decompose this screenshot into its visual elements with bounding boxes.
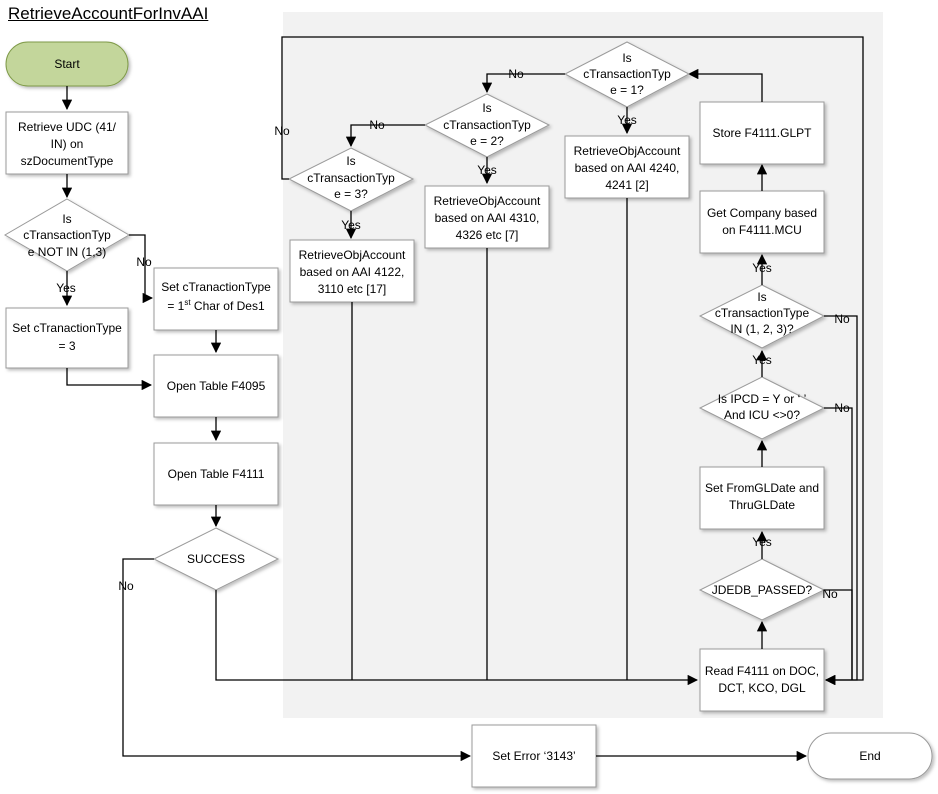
- open-f4095-label: Open Table F4095: [167, 379, 266, 393]
- no-label: No: [274, 124, 290, 138]
- end-label: End: [859, 749, 880, 763]
- retrieve-udc-line: Retrieve UDC (41/: [18, 120, 117, 134]
- get-company-line: Get Company based: [707, 206, 817, 220]
- store-glpt-process: Store F4111.GLPT: [699, 101, 825, 165]
- yes-label: Yes: [752, 535, 772, 549]
- jdedb-passed-label: JDEDB_PASSED?: [712, 583, 813, 597]
- retrieve-udc-line: IN) on: [51, 137, 84, 151]
- yes-label: Yes: [56, 281, 76, 295]
- set-type-3-line: = 3: [58, 339, 75, 353]
- no-label: No: [118, 579, 134, 593]
- type-3-line: cTransactionTyp: [307, 171, 395, 185]
- aai-4122-process: RetrieveObjAccount based on AAI 4122, 31…: [289, 239, 415, 303]
- ipcd-line: Is IPCD = Y or ‘ ’: [718, 392, 807, 406]
- read-f4111-line: DCT, KCO, DGL: [718, 681, 806, 695]
- decision-not-in-1-3: Is cTransactionTyp e NOT IN (1,3): [4, 198, 130, 272]
- read-f4111-process: Read F4111 on DOC, DCT, KCO, DGL: [699, 648, 825, 712]
- aai-4240-line: 4241 [2]: [605, 178, 648, 192]
- no-label: No: [834, 312, 850, 326]
- type-2-decision: Is cTransactionTyp e = 2?: [423, 93, 551, 158]
- aai-4310-line: 4326 etc [7]: [456, 228, 519, 242]
- set-error-label: Set Error ‘3143’: [492, 749, 575, 763]
- ipcd-decision: Is IPCD = Y or ‘ ’ And ICU <>0?: [698, 376, 826, 440]
- type-3-line: e = 3?: [334, 187, 368, 201]
- read-f4111-line: Read F4111 on DOC,: [705, 664, 819, 678]
- end-terminator: End: [807, 732, 933, 780]
- aai-4240-line: based on AAI 4240,: [575, 161, 680, 175]
- aai-4122-line: RetrieveObjAccount: [299, 248, 406, 262]
- open-f4095-process: Open Table F4095: [153, 354, 279, 418]
- aai-4240-process: RetrieveObjAccount based on AAI 4240, 42…: [564, 135, 690, 199]
- set-type-3-line: Set cTranactionType: [12, 321, 122, 335]
- aai-4240-line: RetrieveObjAccount: [574, 144, 681, 158]
- open-f4111-label: Open Table F4111: [168, 467, 265, 481]
- aai-4310-line: based on AAI 4310,: [435, 211, 540, 225]
- type-1-line: e = 1?: [610, 83, 644, 97]
- type-1-decision: Is cTransactionTyp e = 1?: [563, 41, 691, 108]
- set-type-char-process: Set cTranactionType = 1st Char of Des1: [153, 267, 279, 331]
- ipcd-line: And ICU <>0?: [724, 408, 800, 422]
- set-type-char-line: Set cTranactionType: [161, 280, 271, 294]
- set-dates-line: ThruGLDate: [729, 498, 795, 512]
- type-2-line: cTransactionTyp: [443, 118, 531, 132]
- decision-not-in-line: e NOT IN (1,3): [28, 245, 106, 259]
- get-company-line: on F4111.MCU: [722, 223, 802, 237]
- diagram-title: RetrieveAccountForInvAAI: [8, 4, 209, 23]
- yes-label: Yes: [341, 218, 361, 232]
- aai-4310-line: RetrieveObjAccount: [434, 194, 541, 208]
- aai-4122-line: based on AAI 4122,: [300, 265, 405, 279]
- success-label: SUCCESS: [187, 552, 245, 566]
- aai-4310-process: RetrieveObjAccount based on AAI 4310, 43…: [424, 185, 550, 249]
- set-dates-line: Set FromGLDate and: [705, 481, 819, 495]
- type-1-line: Is: [622, 51, 631, 65]
- in-1-2-3-line: Is: [757, 290, 766, 304]
- no-label: No: [822, 587, 838, 601]
- in-1-2-3-line: IN (1, 2, 3)?: [730, 322, 794, 336]
- type-3-line: Is: [346, 154, 355, 168]
- type-2-line: e = 2?: [470, 134, 504, 148]
- success-decision: SUCCESS: [152, 527, 280, 591]
- start-terminator: Start: [5, 41, 129, 87]
- jdedb-passed-decision: JDEDB_PASSED?: [698, 558, 826, 621]
- retrieve-udc-process: Retrieve UDC (41/ IN) on szDocumentType: [5, 111, 129, 175]
- yes-label: Yes: [752, 353, 772, 367]
- get-company-process: Get Company based on F4111.MCU: [699, 190, 825, 254]
- yes-label: Yes: [477, 163, 497, 177]
- type-2-line: Is: [482, 101, 491, 115]
- yes-label: Yes: [752, 261, 772, 275]
- start-label: Start: [54, 57, 80, 71]
- set-error-process: Set Error ‘3143’: [471, 724, 597, 788]
- no-label: No: [136, 255, 152, 269]
- retrieve-udc-line: szDocumentType: [21, 154, 114, 168]
- no-label: No: [369, 118, 385, 132]
- store-glpt-label: Store F4111.GLPT: [713, 126, 813, 140]
- decision-not-in-line: cTransactionTyp: [23, 228, 111, 242]
- type-1-line: cTransactionTyp: [583, 67, 671, 81]
- set-type-char-line: = 1st Char of Des1: [167, 298, 265, 313]
- no-label: No: [508, 67, 524, 81]
- in-1-2-3-line: cTransactionType: [715, 306, 810, 320]
- set-dates-process: Set FromGLDate and ThruGLDate: [699, 466, 825, 530]
- no-label: No: [834, 401, 850, 415]
- decision-not-in-line: Is: [62, 212, 71, 226]
- open-f4111-process: Open Table F4111: [153, 442, 279, 506]
- in-1-2-3-decision: Is cTransactionType IN (1, 2, 3)?: [698, 284, 826, 349]
- yes-label: Yes: [617, 113, 637, 127]
- set-type-3-process: Set cTranactionType = 3: [5, 307, 129, 369]
- aai-4122-line: 3110 etc [17]: [318, 282, 387, 296]
